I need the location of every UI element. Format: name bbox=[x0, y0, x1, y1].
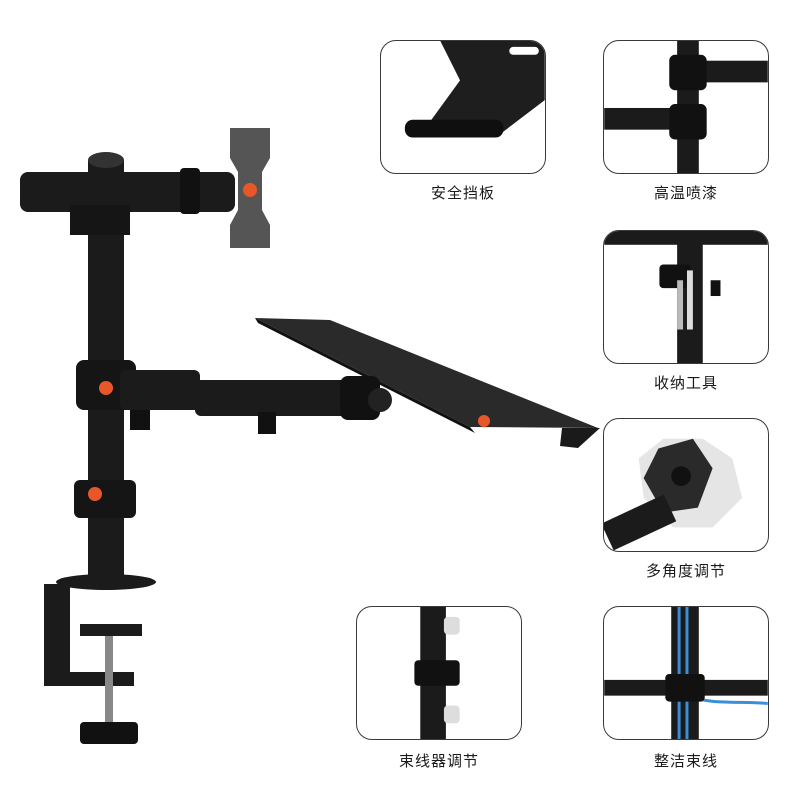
feature-card-multi-angle bbox=[603, 418, 769, 552]
paint-closeup-icon bbox=[604, 41, 768, 173]
vesa-rotation-closeup-icon bbox=[604, 438, 743, 551]
upper-monitor-arm bbox=[20, 128, 270, 248]
cable-routing-closeup-icon bbox=[604, 607, 768, 739]
cable-clip-closeup-icon bbox=[414, 607, 460, 739]
allen-key-closeup-icon bbox=[604, 231, 768, 363]
desk-clamp bbox=[44, 574, 156, 744]
feature-card-high-temp-paint bbox=[603, 40, 769, 174]
laptop-arm bbox=[120, 370, 392, 434]
feature-label-high-temp-paint: 高温喷漆 bbox=[653, 185, 718, 202]
feature-label-cable-clip: 束线器调节 bbox=[398, 753, 479, 770]
feature-card-storage-tool bbox=[603, 230, 769, 364]
feature-card-neat-cabling bbox=[603, 606, 769, 740]
baffle-closeup-icon bbox=[404, 41, 545, 138]
feature-label-storage-tool: 收纳工具 bbox=[653, 375, 718, 392]
feature-label-neat-cabling: 整洁束线 bbox=[653, 753, 718, 770]
feature-card-safety-baffle bbox=[380, 40, 546, 174]
laptop-tray bbox=[255, 318, 600, 448]
feature-card-cable-clip bbox=[356, 606, 522, 740]
feature-label-multi-angle: 多角度调节 bbox=[645, 563, 726, 580]
feature-label-safety-baffle: 安全挡板 bbox=[430, 185, 495, 202]
